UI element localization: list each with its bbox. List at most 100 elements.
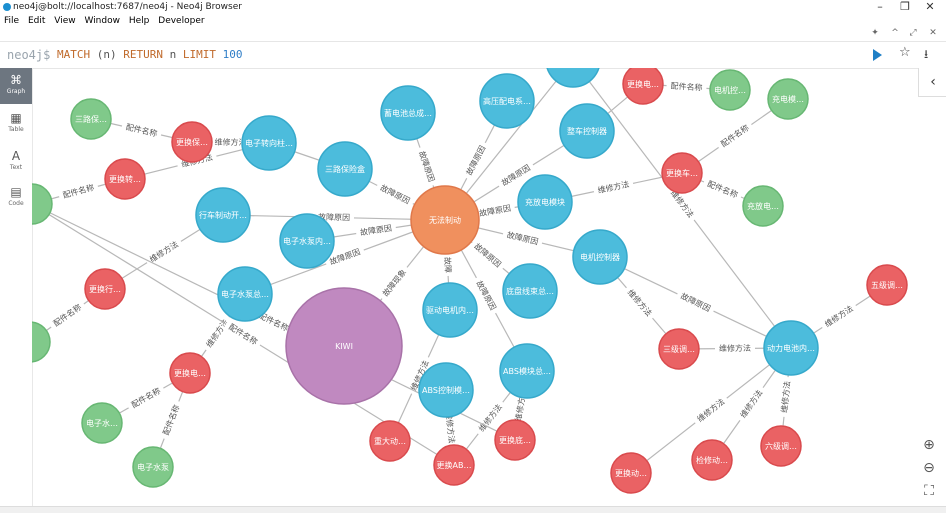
graph-node[interactable]: ABS模块总… [499, 343, 555, 399]
edge-label-bg [474, 201, 516, 220]
graph-edge[interactable]: 维修方法 [778, 347, 794, 447]
node-circle [422, 282, 478, 338]
graph-node[interactable]: 三路保险盒 [317, 141, 373, 197]
graph-node[interactable]: 五级调… [866, 264, 908, 306]
graph-node[interactable]: ABS控制模… [418, 362, 474, 418]
minimize-button[interactable]: – [877, 0, 883, 13]
menu-developer[interactable]: Developer [158, 16, 205, 26]
run-query-button[interactable] [873, 49, 882, 61]
graph-node[interactable]: 电机控… [709, 69, 751, 111]
sidebar-item-label: Text [9, 164, 23, 171]
menu-view[interactable]: View [54, 16, 76, 26]
fullscreen-icon[interactable]: ⤢ [909, 28, 917, 38]
node-circle [866, 264, 908, 306]
pin-icon[interactable]: ✦ [871, 28, 879, 38]
window-titlebar: neo4j@bolt://localhost:7687/neo4j - Neo4… [0, 0, 946, 14]
edge-label-bg [143, 236, 184, 267]
node-circle [517, 174, 573, 230]
zoom-out-button[interactable]: ⊖ [923, 460, 935, 476]
favorite-star-icon[interactable]: ☆ [899, 45, 911, 60]
status-bar [0, 506, 946, 513]
graph-node[interactable]: 动力电池内… [763, 320, 819, 376]
graph-node[interactable]: 充电模… [767, 78, 809, 120]
node-circle [661, 152, 703, 194]
collapse-panel-button[interactable]: ‹ [918, 68, 946, 97]
edge-label-bg [377, 263, 411, 302]
edge-label: 维修方法 [626, 287, 654, 318]
graph-node[interactable]: 电子转向柱… [241, 115, 297, 171]
node-circle [572, 229, 628, 285]
collapse-up-icon[interactable]: ^ [891, 28, 899, 38]
close-button[interactable]: ✕ [925, 0, 935, 13]
graph-node[interactable]: 更换AB… [433, 444, 475, 486]
menu-file[interactable]: File [4, 16, 20, 26]
graph-node[interactable]: 无法制动 [410, 185, 480, 255]
graph-node[interactable]: 蓄电池总成… [380, 85, 436, 141]
node-label: 更换电… [174, 368, 206, 378]
close-frame-icon[interactable]: ✕ [929, 28, 937, 38]
menu-help[interactable]: Help [128, 16, 150, 26]
graph-edge[interactable]: 故障原因 [599, 256, 792, 349]
graph-node[interactable]: 更换电… [169, 352, 211, 394]
graph-node[interactable]: 驱动电机内… [422, 282, 478, 338]
graph-node[interactable]: 检修动… [691, 439, 733, 481]
graph-node[interactable]: 行车制动开… [195, 187, 251, 243]
graph-node[interactable]: 电子水泵总… [217, 266, 273, 322]
node-label: 高压配电系… [483, 96, 531, 106]
query-editor[interactable]: neo4j$ MATCH (n) RETURN n LIMIT 100 ☆ ⭳ [0, 41, 946, 69]
graph-node[interactable]: 电子水… [81, 402, 123, 444]
graph-node[interactable]: 更换保… [171, 121, 213, 163]
node-label: 五级调… [871, 280, 903, 290]
sidebar-item-code[interactable]: ▤ Code [0, 180, 32, 216]
graph-node[interactable]: 底盘线束总… [502, 263, 558, 319]
node-circle [32, 183, 53, 225]
graph-node[interactable] [32, 321, 51, 363]
download-icon[interactable]: ⭳ [924, 47, 929, 61]
node-circle [84, 268, 126, 310]
graph-node[interactable] [32, 183, 53, 225]
edge-label-bg [473, 398, 507, 437]
graph-node[interactable]: 更换转… [104, 158, 146, 200]
graph-node[interactable]: 更换车… [661, 152, 703, 194]
node-label: 无法制动 [429, 215, 461, 225]
graph-canvas[interactable]: 故障原因故障原因故障原因故障原因故障原因故障原因故障原因故障原因故障原因故障故障… [32, 68, 918, 506]
graph-node[interactable]: 电机控制器 [572, 229, 628, 285]
graph-node[interactable]: 三路保… [70, 98, 112, 140]
edge-label-bg [47, 299, 87, 332]
menu-edit[interactable]: Edit [27, 16, 46, 26]
graph-node[interactable]: 更换行… [84, 268, 126, 310]
graph-node[interactable]: KIWI [285, 287, 403, 405]
node-label: 更换转… [109, 174, 141, 184]
graph-node[interactable]: 六级调… [760, 425, 802, 467]
graph-node[interactable]: 更换电… [622, 68, 664, 105]
edge-label: 维修方法 [719, 343, 751, 353]
edge-label-bg [57, 180, 100, 202]
graph-node[interactable] [546, 68, 600, 88]
graph-node[interactable]: 更换底… [494, 419, 536, 461]
query-input[interactable]: MATCH (n) RETURN n LIMIT 100 [57, 48, 243, 61]
graph-node[interactable]: 更换动… [610, 452, 652, 494]
graph-node[interactable]: 充放电… [742, 185, 784, 227]
node-label: 驱动电机内… [426, 305, 474, 315]
menu-window[interactable]: Window [84, 16, 120, 26]
graph-node[interactable]: 电子水泵 [132, 446, 174, 488]
graph-node[interactable]: 三级调… [658, 328, 700, 370]
edge-label: 配件名称 [670, 80, 703, 92]
node-label: 更换车… [666, 168, 698, 178]
node-circle [317, 141, 373, 197]
sidebar-item-text[interactable]: A Text [0, 144, 32, 180]
graph-node[interactable]: 电子水泵内… [279, 213, 335, 269]
graph-node[interactable]: 高压配电系… [479, 73, 535, 129]
maximize-button[interactable]: ❐ [900, 0, 910, 13]
sidebar-item-table[interactable]: ▦ Table [0, 106, 32, 142]
edge-label: 故障原因 [318, 212, 350, 223]
graph-node[interactable]: 充放电模块 [517, 174, 573, 230]
graph-icon: ⌘ [10, 73, 22, 87]
fit-view-button[interactable]: ⛶ [924, 483, 934, 499]
graph-node[interactable]: 重大动… [369, 420, 411, 462]
zoom-in-button[interactable]: ⊕ [923, 437, 935, 453]
graph-node[interactable]: 整车控制器 [559, 103, 615, 159]
node-label: 电子水泵 [137, 462, 169, 472]
sidebar-item-graph[interactable]: ⌘ Graph [0, 68, 32, 104]
node-label: 三路保险盒 [325, 164, 365, 174]
